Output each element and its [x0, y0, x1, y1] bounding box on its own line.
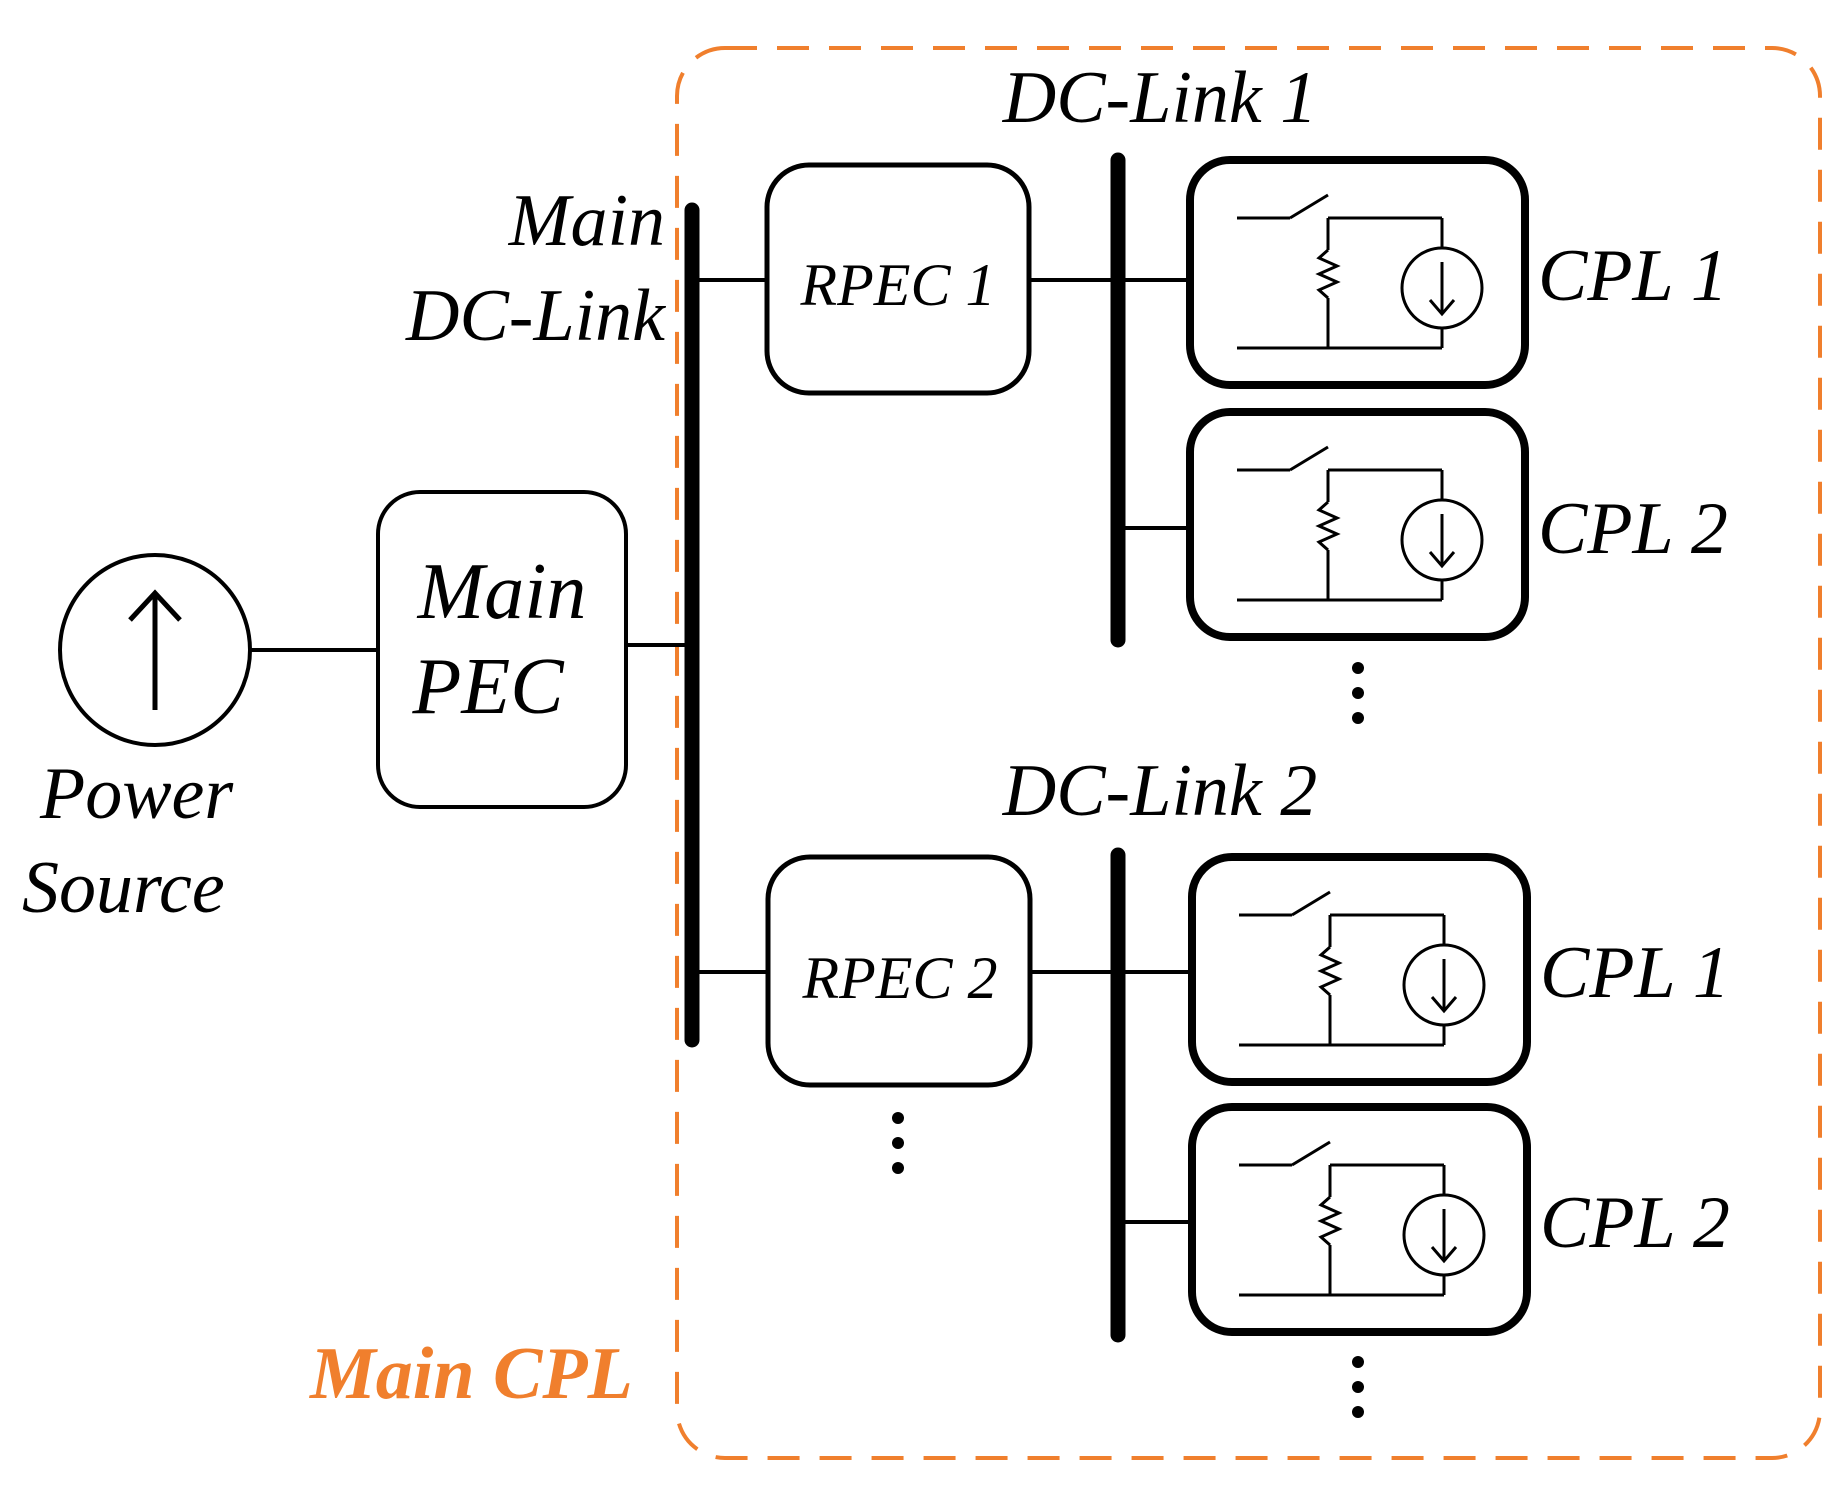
main-pec-label-line1: Main — [417, 548, 587, 636]
dc-link-1-label: DC-Link 1 — [1002, 57, 1318, 139]
vertical-ellipsis-icon — [1352, 662, 1364, 724]
main-dc-link-label-line1: Main — [508, 180, 665, 262]
cpl-1-block — [1188, 853, 1531, 1086]
power-source-label-line2: Source — [22, 847, 225, 929]
vertical-ellipsis-icon — [1352, 1356, 1364, 1418]
branch-2: RPEC 2 DC-Link 2 CPL 1 CPL 2 — [692, 750, 1730, 1418]
main-cpl-label: Main CPL — [309, 1333, 633, 1415]
main-dc-link-label-line2: DC-Link — [405, 275, 666, 357]
cpl-2-block — [1188, 1103, 1531, 1336]
rpec-1-label: RPEC 1 — [800, 252, 996, 318]
cpl-2-label: CPL 2 — [1540, 1182, 1730, 1264]
power-source-label-line1: Power — [39, 753, 234, 835]
branch-1: RPEC 1 DC-Link 1 CPL 1 CPL 2 — [692, 57, 1728, 724]
dc-link-2-label: DC-Link 2 — [1002, 750, 1318, 832]
main-pec-label-line2: PEC — [411, 643, 565, 731]
cpl-1-label: CPL 1 — [1538, 235, 1728, 317]
cpl-2-block — [1186, 408, 1529, 641]
cpl-1-label: CPL 1 — [1540, 932, 1730, 1014]
cpl-2-label: CPL 2 — [1538, 488, 1728, 570]
main-pec-box — [376, 490, 628, 809]
cpl-1-block — [1186, 156, 1529, 389]
rpec-2-label: RPEC 2 — [802, 945, 998, 1011]
current-source-arrow-icon — [128, 589, 182, 710]
main-cpl-boundary — [675, 46, 1822, 1460]
vertical-ellipsis-icon — [892, 1112, 904, 1174]
